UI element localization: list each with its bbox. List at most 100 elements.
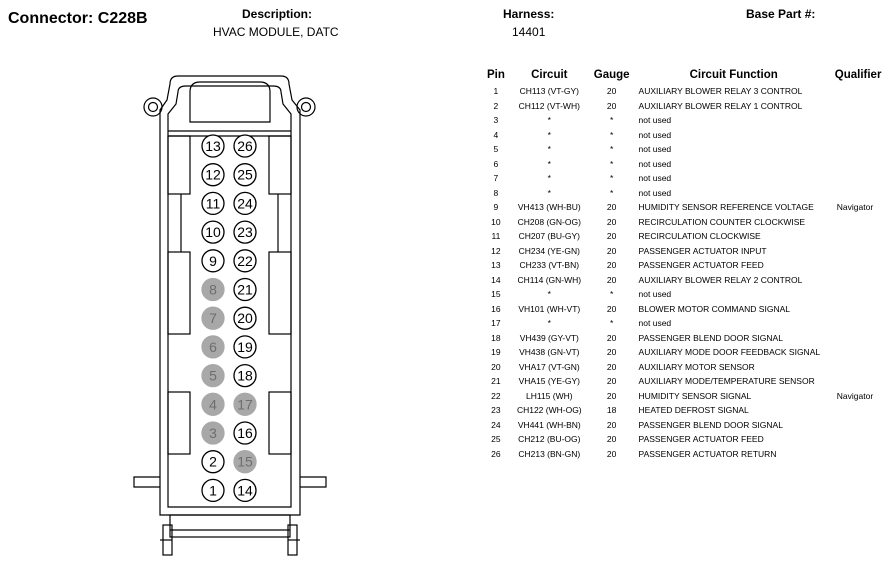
qualifier <box>833 244 888 259</box>
pin-cavity: 16 <box>233 421 257 445</box>
pin-cavity-circle <box>233 392 257 416</box>
qualifier <box>833 345 888 360</box>
pin-number: 21 <box>491 376 501 386</box>
pin-cavity-circle <box>201 163 225 187</box>
pin-number: 25 <box>491 434 501 444</box>
pin-cavity-circle <box>233 363 257 388</box>
pin-cavity: 2 <box>201 450 225 474</box>
pin-cavity-number: 7 <box>209 310 217 326</box>
description-value: HVAC MODULE, DATC <box>213 25 339 39</box>
circuit-function: not used <box>638 187 672 198</box>
qualifier <box>833 215 888 230</box>
pin-cavity: 21 <box>233 277 257 302</box>
pin-cavity-number: 17 <box>237 396 253 412</box>
pin-number: 6 <box>493 158 499 169</box>
circuit-id: VH441 (WH-BN) <box>517 419 581 430</box>
circuit-id: VHA15 (YE-GY) <box>518 376 580 386</box>
pin-cavity: 1 <box>201 478 225 503</box>
wire-gauge: 18 <box>606 405 617 415</box>
description-label: Description: <box>242 7 313 21</box>
pin-cavity-circle <box>201 134 225 158</box>
qualifier <box>833 273 888 288</box>
pin-cavity-circle <box>201 191 225 216</box>
circuit-function: RECIRCULATION CLOCKWISE <box>638 231 761 241</box>
harness-value: 14401 <box>512 25 546 39</box>
circuit-id: CH212 (BU-OG) <box>518 434 581 444</box>
pin-number: 24 <box>491 419 501 430</box>
circuit-function: HUMIDITY SENSOR SIGNAL <box>638 390 752 401</box>
circuit-id: VH439 (GY-VT) <box>519 332 579 343</box>
circuit-id: CH114 (GN-WH) <box>517 274 582 285</box>
pin-cavity-number: 6 <box>209 339 217 355</box>
pin-number: 22 <box>491 390 501 401</box>
wire-gauge: 20 <box>606 448 617 459</box>
circuit-id: CH233 (VT-BN) <box>519 260 580 270</box>
pin-number: 11 <box>491 231 501 241</box>
qualifier <box>833 432 888 447</box>
pin-cavity-number: 4 <box>209 396 217 412</box>
pin-cavity-number: 19 <box>237 339 253 355</box>
wire-gauge: 20 <box>606 303 617 314</box>
wire-gauge: 20 <box>606 347 617 357</box>
pin-cavity: 4 <box>201 392 225 416</box>
qualifier <box>833 142 888 157</box>
pin-cavity-circle <box>233 306 257 330</box>
circuit-id: * <box>547 173 551 183</box>
wire-gauge: 20 <box>606 86 617 96</box>
pin-cavity: 25 <box>233 163 257 187</box>
circuit-function: AUXILIARY BLOWER RELAY 2 CONTROL <box>638 274 803 285</box>
circuit-function: not used <box>638 129 672 140</box>
circuit-id: CH213 (BN-GN) <box>518 448 581 459</box>
circuit-id: CH207 (BU-GY) <box>518 231 580 241</box>
pin-cavity-circle <box>201 277 225 302</box>
circuit-id: * <box>547 318 551 328</box>
circuit-id: VH413 (WH-BU) <box>517 202 581 212</box>
circuit-function: not used <box>638 144 672 154</box>
pin-cavity-circle <box>201 450 225 474</box>
pin-cavity-circle <box>201 306 225 330</box>
circuit-id: * <box>547 144 551 154</box>
circuit-id: LH115 (WH) <box>525 390 573 401</box>
wire-gauge: 20 <box>606 260 617 270</box>
pin-number: 18 <box>491 332 501 343</box>
wire-gauge: 20 <box>606 216 617 227</box>
qualifier <box>833 84 888 99</box>
pinout-row: 6**not used <box>482 157 888 172</box>
circuit-function: PASSENGER ACTUATOR FEED <box>638 260 764 270</box>
circuit-id: * <box>547 187 551 198</box>
qualifier <box>833 360 888 375</box>
pinout-table: Pin Circuit Gauge Circuit Function Quali… <box>482 66 888 461</box>
pin-cavity-circle <box>233 163 257 187</box>
pin-cavity-circle <box>233 478 257 503</box>
circuit-function: AUXILIARY MOTOR SENSOR <box>638 361 755 372</box>
pin-cavity: 13 <box>201 134 225 158</box>
pin-cavity: 17 <box>233 392 257 416</box>
pinout-row: 5**not used <box>482 142 888 157</box>
pin-cavity: 24 <box>233 191 257 216</box>
base-part-label: Base Part #: <box>746 7 816 21</box>
circuit-function: not used <box>638 158 672 169</box>
connector-title: Connector: C228B <box>8 10 148 27</box>
pin-number: 16 <box>491 303 501 314</box>
wire-gauge: 20 <box>606 390 617 401</box>
qualifier <box>833 331 888 346</box>
circuit-function: HEATED DEFROST SIGNAL <box>638 405 749 415</box>
pin-cavity: 8 <box>201 277 225 302</box>
circuit-function: PASSENGER BLEND DOOR SIGNAL <box>638 419 783 430</box>
pinout-row: 3**not used <box>482 113 888 128</box>
qualifier <box>833 229 888 244</box>
wire-gauge: * <box>610 158 614 169</box>
qualifier <box>833 374 888 389</box>
circuit-id: * <box>547 289 551 299</box>
pin-number: 19 <box>491 347 501 357</box>
circuit-function: PASSENGER BLEND DOOR SIGNAL <box>638 332 783 343</box>
pin-cavity-circle <box>201 392 225 416</box>
pin-cavity-circle <box>201 220 225 244</box>
wire-gauge: 20 <box>606 361 617 372</box>
pinout-row: 4**not used <box>482 128 888 143</box>
pin-cavity-number: 14 <box>237 482 253 498</box>
